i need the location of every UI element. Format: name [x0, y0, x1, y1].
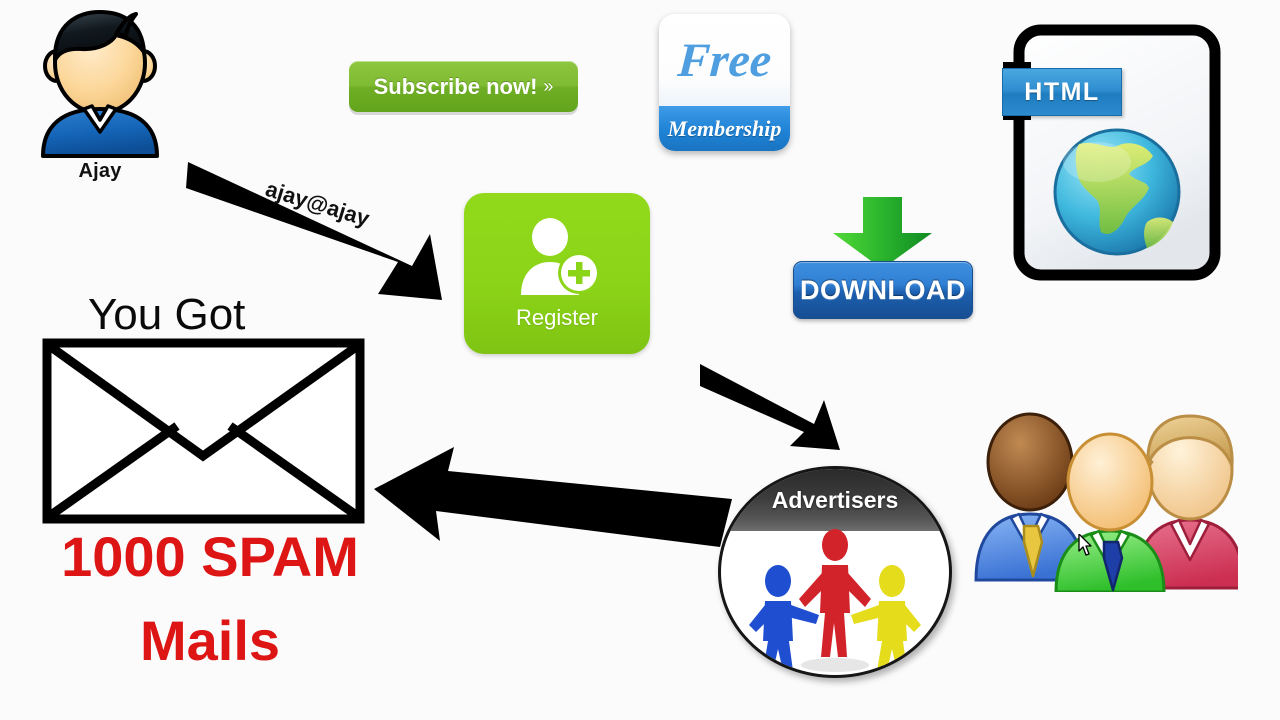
free-membership-bottom: Membership	[659, 106, 790, 151]
free-label: Free	[675, 33, 774, 87]
html-type-label: HTML	[1002, 68, 1122, 116]
subscribe-label: Subscribe now!	[373, 73, 538, 99]
download-group: DOWNLOAD	[793, 197, 973, 327]
advertisers-label: Advertisers	[771, 486, 899, 513]
advertisers-node[interactable]: Advertisers	[718, 466, 952, 678]
register-label: Register	[516, 304, 598, 330]
download-arrow-icon	[833, 197, 932, 269]
three-people-handshake-icon	[749, 529, 921, 672]
user-group-icon	[974, 412, 1238, 592]
subscribe-now-button[interactable]: Subscribe now!»	[349, 61, 578, 112]
user-avatar-icon	[30, 8, 170, 158]
download-label: DOWNLOAD	[800, 274, 966, 305]
spam-mails-label: Mails	[139, 609, 281, 672]
download-button[interactable]: DOWNLOAD	[793, 261, 973, 319]
add-user-icon	[521, 217, 600, 295]
membership-label: Membership	[667, 115, 782, 141]
html-file-globe-icon	[997, 16, 1227, 291]
arrow-register-to-advertisers	[700, 364, 840, 450]
chevron-right-icon: »	[543, 76, 554, 96]
mouse-cursor-icon	[1078, 534, 1092, 556]
envelope-icon	[42, 338, 365, 524]
register-button[interactable]: Register	[464, 193, 650, 354]
arrow-ajay-to-register	[186, 162, 442, 300]
advertisers-band: Advertisers	[721, 469, 949, 531]
arrow-advertisers-to-envelope	[374, 447, 732, 547]
user-name-label: Ajay	[78, 160, 122, 182]
you-got-heading: You Got	[88, 290, 246, 339]
spam-count-label: 1000 SPAM	[61, 525, 359, 588]
free-membership-top: Free	[659, 14, 790, 106]
html-label-text: HTML	[1024, 77, 1100, 106]
free-membership-badge[interactable]: Free Membership	[659, 14, 790, 151]
